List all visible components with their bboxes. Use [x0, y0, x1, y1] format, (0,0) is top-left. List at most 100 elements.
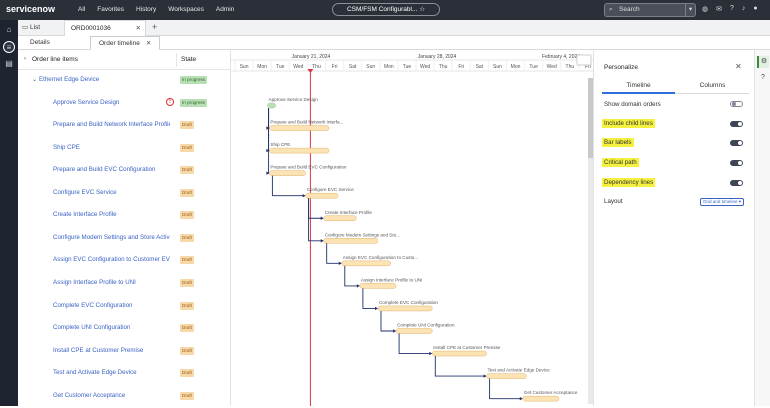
toggle-show-domain-orders[interactable] — [730, 101, 743, 107]
line-item-name[interactable]: Complete EVC Configuration — [53, 302, 132, 309]
dependency-arrow — [484, 374, 487, 377]
status-badge: Draft — [180, 234, 194, 242]
warning-icon[interactable]: ! — [166, 98, 174, 106]
home-icon[interactable]: ⌂ — [3, 24, 15, 36]
main-nav: All Favorites History Workspaces Admin — [78, 6, 234, 13]
bar-label: Approve Service Design — [269, 97, 319, 102]
day-label: Mon — [384, 64, 394, 70]
add-tab-button[interactable]: + — [152, 20, 157, 35]
line-item-row[interactable]: Assign EVC Configuration to Customer EVC… — [18, 250, 231, 272]
column-order-line-items[interactable]: Order line items — [32, 56, 78, 63]
task-bar — [269, 171, 305, 176]
line-item-name[interactable]: Prepare and Build Network Interface Prof… — [53, 121, 170, 128]
line-item-name[interactable]: Assign Interface Profile to UNI — [53, 279, 136, 286]
tab-columns[interactable]: Columns — [676, 82, 749, 89]
close-icon[interactable]: ✕ — [136, 21, 141, 36]
help-icon[interactable]: ? — [757, 72, 769, 84]
toggle-dependency-lines[interactable] — [730, 180, 743, 186]
close-icon[interactable]: ✕ — [146, 40, 151, 47]
record-subtabs: Details Order timeline ✕ — [18, 36, 770, 50]
chat-icon[interactable]: ✉ — [716, 5, 722, 13]
nav-favorites[interactable]: Favorites — [97, 6, 124, 13]
line-item-name[interactable]: Ship CPE — [53, 144, 80, 151]
line-item-row[interactable]: Prepare and Build Network Interface Prof… — [18, 115, 231, 137]
option-dependency-lines: Dependency lines — [602, 178, 655, 187]
chevron-right-icon[interactable]: › — [24, 56, 26, 62]
line-item-name[interactable]: Install CPE at Customer Premise — [53, 347, 143, 354]
line-item-name[interactable]: Configure Modem Settings and Store Activ… — [53, 234, 170, 241]
tab-order-timeline[interactable]: Order timeline ✕ — [90, 36, 160, 50]
nav-history[interactable]: History — [136, 6, 156, 13]
personalize-panel: Personalize ✕ Timeline Columns Show doma… — [593, 50, 754, 406]
line-item-name[interactable]: Get Customer Acceptance — [53, 392, 125, 399]
line-item-row[interactable]: Assign Interface Profile to UNI Draft — [18, 273, 231, 295]
tab-timeline[interactable]: Timeline — [602, 82, 675, 94]
task-bar — [378, 306, 432, 311]
column-state[interactable]: State — [181, 56, 196, 63]
list-icon[interactable]: ≡ — [3, 41, 15, 53]
servicenow-logo[interactable]: servicenow — [6, 4, 55, 14]
bar-label: Complete EVC Configuration — [379, 300, 438, 305]
dependency-arrow — [321, 217, 324, 220]
nav-all[interactable]: All — [78, 6, 85, 13]
line-item-row[interactable]: Configure EVC Service Draft — [18, 183, 231, 205]
tab-list[interactable]: ▭ List — [20, 20, 64, 35]
globe-icon[interactable]: ◍ — [702, 5, 708, 13]
line-item-name[interactable]: Test and Activate Edge Device — [53, 369, 137, 376]
status-badge: Draft — [180, 279, 194, 287]
toggle-critical-path[interactable] — [730, 160, 743, 166]
bell-icon[interactable]: ♪ — [742, 5, 746, 13]
tab-details[interactable]: Details — [22, 36, 58, 50]
status-badge: Draft — [180, 121, 194, 129]
nav-admin[interactable]: Admin — [216, 6, 234, 13]
toggle-include-child-lines[interactable] — [730, 121, 743, 127]
day-label: Wed — [420, 64, 430, 70]
line-item-row[interactable]: Configure Modem Settings and Store Activ… — [18, 228, 231, 250]
day-label: Tue — [276, 64, 285, 70]
status-badge: Draft — [180, 302, 194, 310]
line-item-row[interactable]: Approve Service Design!In progress — [18, 93, 231, 115]
dependency-line — [327, 243, 341, 263]
gear-icon[interactable]: ⚙ — [757, 56, 769, 68]
tab-record[interactable]: ORD0001036 ✕ — [64, 20, 146, 36]
contextual-side-rail: ⚙ ? — [754, 50, 770, 406]
status-badge: Draft — [180, 369, 194, 377]
bar-label: Create Interface Profile — [325, 210, 373, 215]
line-item-row[interactable]: Test and Activate Edge Device Draft — [18, 363, 231, 385]
tab-order-timeline-label: Order timeline — [99, 40, 140, 47]
layout-select[interactable]: Grid and timeline ▾ — [700, 198, 744, 206]
close-icon[interactable]: ✕ — [735, 62, 742, 71]
global-header: servicenow All Favorites History Workspa… — [0, 0, 770, 20]
line-item-row[interactable]: Complete EVC Configuration Draft — [18, 296, 231, 318]
line-item-name[interactable]: Complete UNI Configuration — [53, 324, 130, 331]
line-item-name[interactable]: Ethernet Edge Device — [39, 76, 99, 83]
line-item-name[interactable]: Create Interface Profile — [53, 211, 117, 218]
day-label: Fri — [332, 64, 338, 70]
line-item-name[interactable]: Assign EVC Configuration to Customer EVC — [53, 256, 170, 263]
avatar[interactable]: ● — [753, 5, 757, 13]
context-pill[interactable]: CSM/FSM Configurabl... ☆ — [332, 3, 440, 16]
chart-icon[interactable]: ▤ — [3, 58, 15, 70]
chevron-down-icon[interactable]: ▾ — [685, 4, 695, 16]
line-item-name[interactable]: Configure EVC Service — [53, 189, 117, 196]
nav-workspaces[interactable]: Workspaces — [168, 6, 204, 13]
dependency-arrow — [357, 284, 360, 287]
week-label: January 28, 2024 — [418, 54, 457, 60]
line-item-name[interactable]: Approve Service Design — [53, 99, 119, 106]
help-icon[interactable]: ? — [730, 5, 734, 13]
bar-label: Configure EVC Service — [307, 187, 355, 192]
status-badge: Draft — [180, 189, 194, 197]
line-item-name[interactable]: Prepare and Build EVC Configuration — [53, 166, 156, 173]
toggle-bar-labels[interactable] — [730, 140, 743, 146]
chevron-down-icon[interactable]: ⌄ — [32, 76, 37, 83]
task-bar — [432, 351, 486, 356]
global-search-input[interactable]: ⌕ Search ▾ — [604, 3, 696, 17]
